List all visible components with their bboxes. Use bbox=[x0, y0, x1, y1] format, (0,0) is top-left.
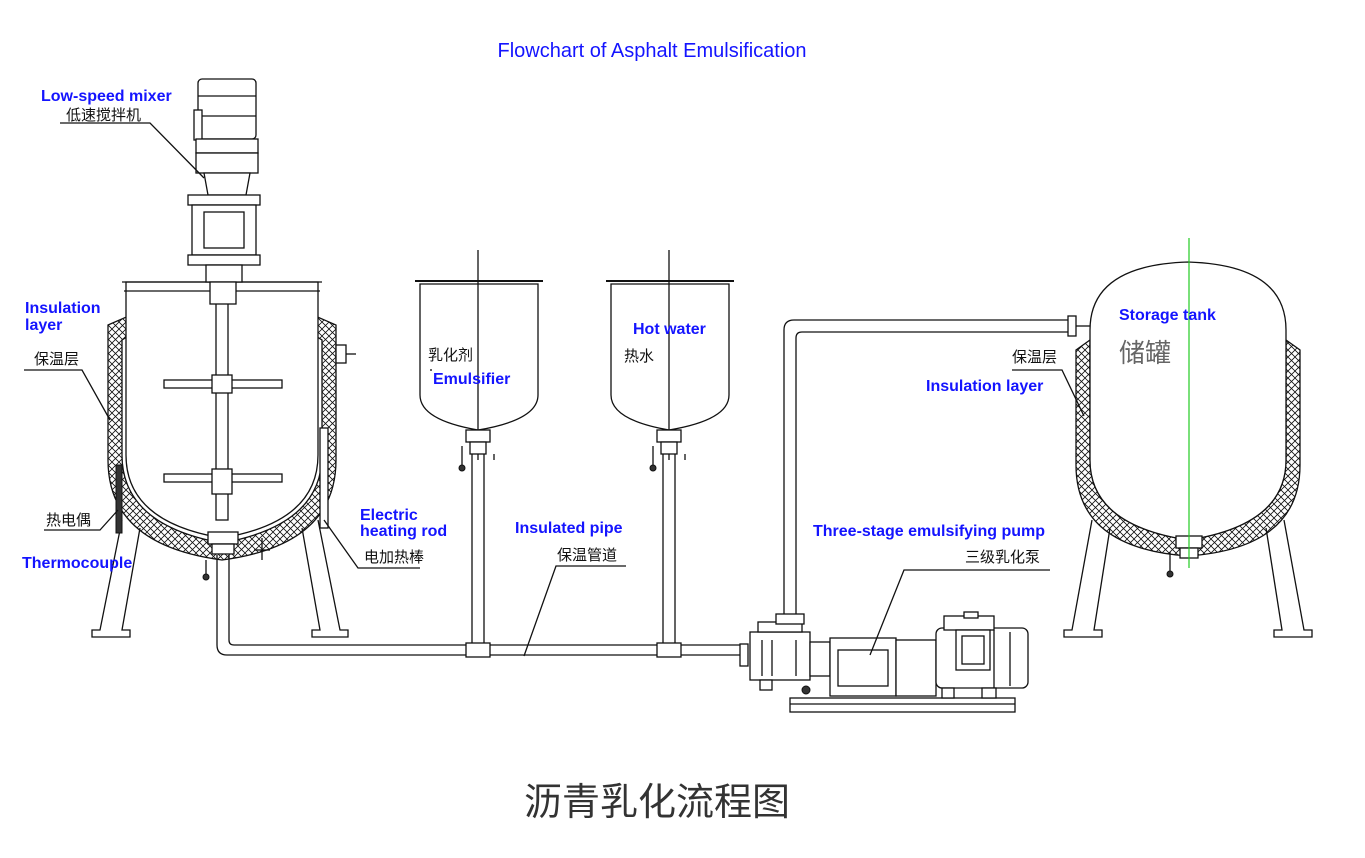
hot-water-tank bbox=[606, 250, 734, 472]
label-thermocouple-en: Thermocouple bbox=[22, 555, 132, 572]
label-emulsifier-cn: 乳化剂 bbox=[428, 346, 473, 364]
label-thermocouple-cn: 热电偶 bbox=[46, 511, 91, 529]
label-heating-rod-en-2: heating rod bbox=[360, 523, 447, 540]
label-heating-rod-cn: 电加热棒 bbox=[364, 548, 424, 566]
label-insulated-pipe-cn: 保温管道 bbox=[557, 546, 617, 564]
label-storage-tank-cn: 储罐 bbox=[1119, 339, 1171, 369]
label-insulation-left-cn: 保温层 bbox=[34, 350, 79, 368]
emulsifier-tank bbox=[415, 250, 543, 472]
thermocouple bbox=[115, 464, 123, 534]
label-low-speed-mixer-cn: 低速搅拌机 bbox=[66, 106, 141, 124]
label-heating-rod-en-1: Electric bbox=[360, 507, 418, 524]
leader-lines bbox=[24, 122, 1085, 657]
label-insulation-right-cn: 保温层 bbox=[1012, 348, 1057, 366]
label-insulated-pipe-en: Insulated pipe bbox=[515, 520, 623, 537]
emulsifying-pump bbox=[739, 611, 1029, 713]
label-pump-cn: 三级乳化泵 bbox=[965, 548, 1040, 566]
electric-heating-rod bbox=[319, 427, 329, 529]
storage-tank bbox=[1063, 238, 1313, 638]
label-storage-tank-en: Storage tank bbox=[1119, 307, 1216, 324]
label-insulation-left-en-2: layer bbox=[25, 317, 62, 334]
label-hot-water-en: Hot water bbox=[633, 321, 706, 338]
mixing-tank bbox=[91, 219, 356, 638]
label-emulsifier-en: Emulsifier bbox=[433, 371, 510, 388]
label-hot-water-cn: 热水 bbox=[624, 347, 654, 365]
label-pump-en: Three-stage emulsifying pump bbox=[813, 523, 1045, 540]
label-insulation-left-en-1: Insulation bbox=[25, 300, 101, 317]
diagram-caption: 沥青乳化流程图 bbox=[524, 780, 790, 824]
label-low-speed-mixer-en: Low-speed mixer bbox=[41, 88, 172, 105]
diagram-title: Flowchart of Asphalt Emulsification bbox=[497, 40, 806, 62]
insulated-pipe bbox=[216, 315, 1090, 658]
label-insulation-right-en: Insulation layer bbox=[926, 378, 1043, 395]
low-speed-mixer bbox=[187, 78, 261, 305]
